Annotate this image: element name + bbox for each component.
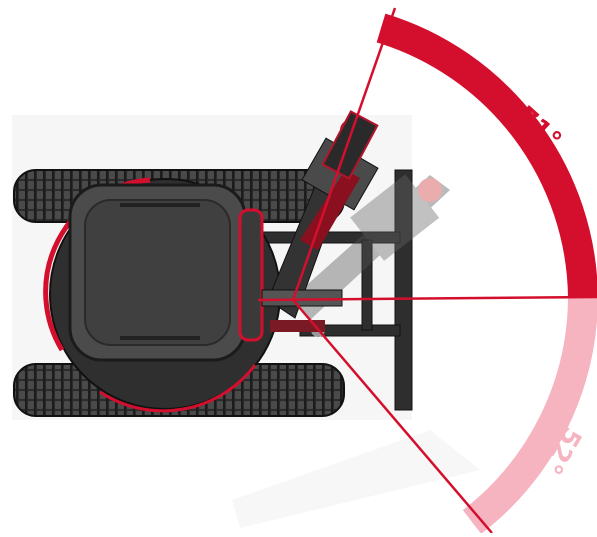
swing-arc-71 <box>376 13 597 298</box>
line-horizontal <box>257 295 597 302</box>
boom-arm-faded <box>290 174 450 320</box>
line-52 <box>292 299 493 534</box>
swing-arc-52 <box>462 296 597 534</box>
background-strip <box>232 430 480 528</box>
machine-body <box>43 177 281 413</box>
angle-lines <box>257 7 597 534</box>
line-71 <box>291 7 397 301</box>
